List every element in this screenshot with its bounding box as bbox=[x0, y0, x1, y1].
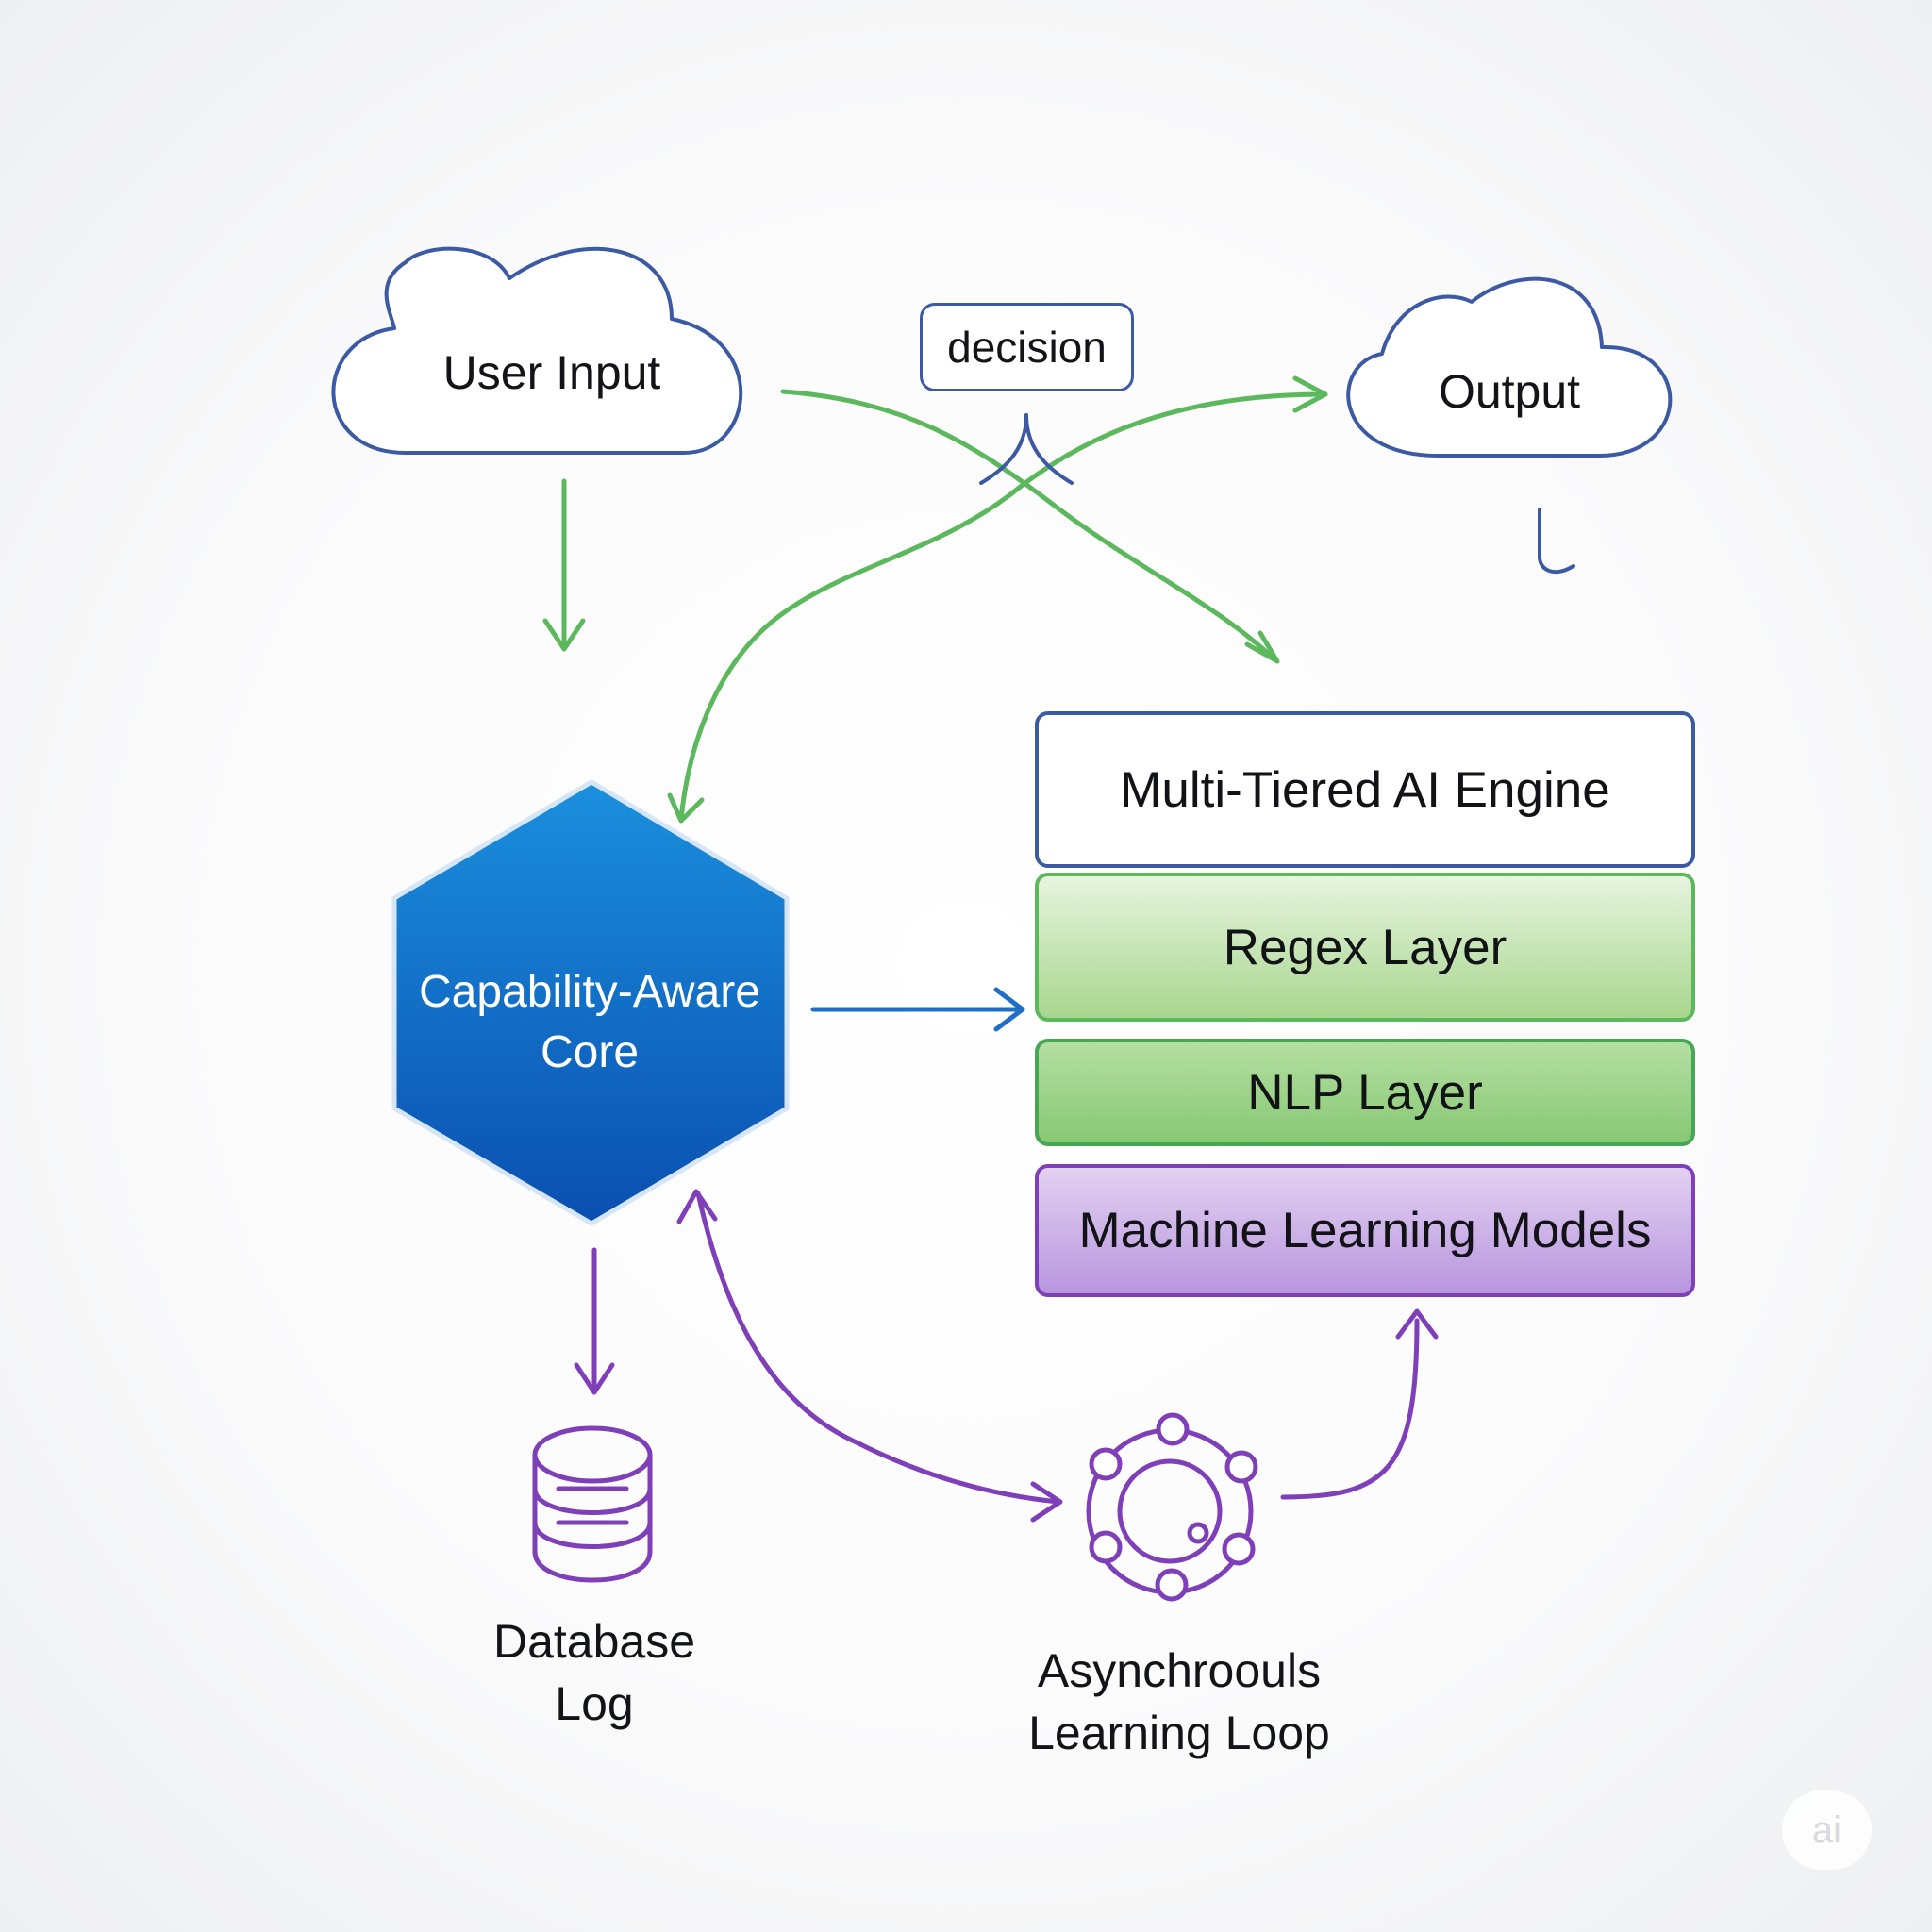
decision-connector bbox=[979, 413, 1074, 485]
core-learning-loop-arrow bbox=[676, 1189, 1063, 1523]
regex-layer-box: Regex Layer bbox=[1035, 873, 1695, 1022]
output-label: Output bbox=[1438, 365, 1581, 418]
core-label-line-1: Capability-Aware bbox=[419, 967, 760, 1017]
learning-loop-label: Asynchroouls Learning Loop bbox=[1009, 1640, 1349, 1764]
database-label: Database Log bbox=[472, 1610, 717, 1735]
hook-arrow-icon bbox=[1538, 508, 1575, 575]
core-label: Capability-Aware Core bbox=[391, 962, 788, 1083]
core-to-engine-arrow bbox=[810, 987, 1025, 1032]
database-label-line-1: Database bbox=[492, 1615, 696, 1668]
user-input-cloud-icon bbox=[331, 246, 743, 455]
user-input-label: User Input bbox=[442, 346, 661, 399]
core-label-line-2: Core bbox=[540, 1027, 640, 1077]
output-cloud-icon bbox=[1346, 276, 1673, 458]
watermark-badge: ai bbox=[1782, 1790, 1872, 1870]
core-hexagon-icon bbox=[391, 779, 790, 1226]
database-icon bbox=[532, 1425, 653, 1583]
core-to-output-arrow bbox=[667, 375, 1328, 824]
network-cycle-icon bbox=[1086, 1412, 1258, 1602]
core-to-database-arrow bbox=[574, 1247, 615, 1395]
learning-loop-label-line-1: Asynchroouls bbox=[1037, 1644, 1322, 1697]
nlp-layer-box: NLP Layer bbox=[1035, 1039, 1695, 1146]
decision-box: decision bbox=[920, 303, 1134, 391]
input-to-engine-arrow bbox=[780, 389, 1280, 664]
database-label-line-2: Log bbox=[555, 1677, 634, 1730]
engine-title-box: Multi-Tiered AI Engine bbox=[1035, 711, 1695, 868]
user-input-down-arrow bbox=[542, 478, 586, 652]
learning-loop-to-ml-arrow bbox=[1280, 1308, 1439, 1500]
ml-models-box: Machine Learning Models bbox=[1035, 1164, 1695, 1297]
learning-loop-label-line-2: Learning Loop bbox=[1028, 1707, 1330, 1759]
